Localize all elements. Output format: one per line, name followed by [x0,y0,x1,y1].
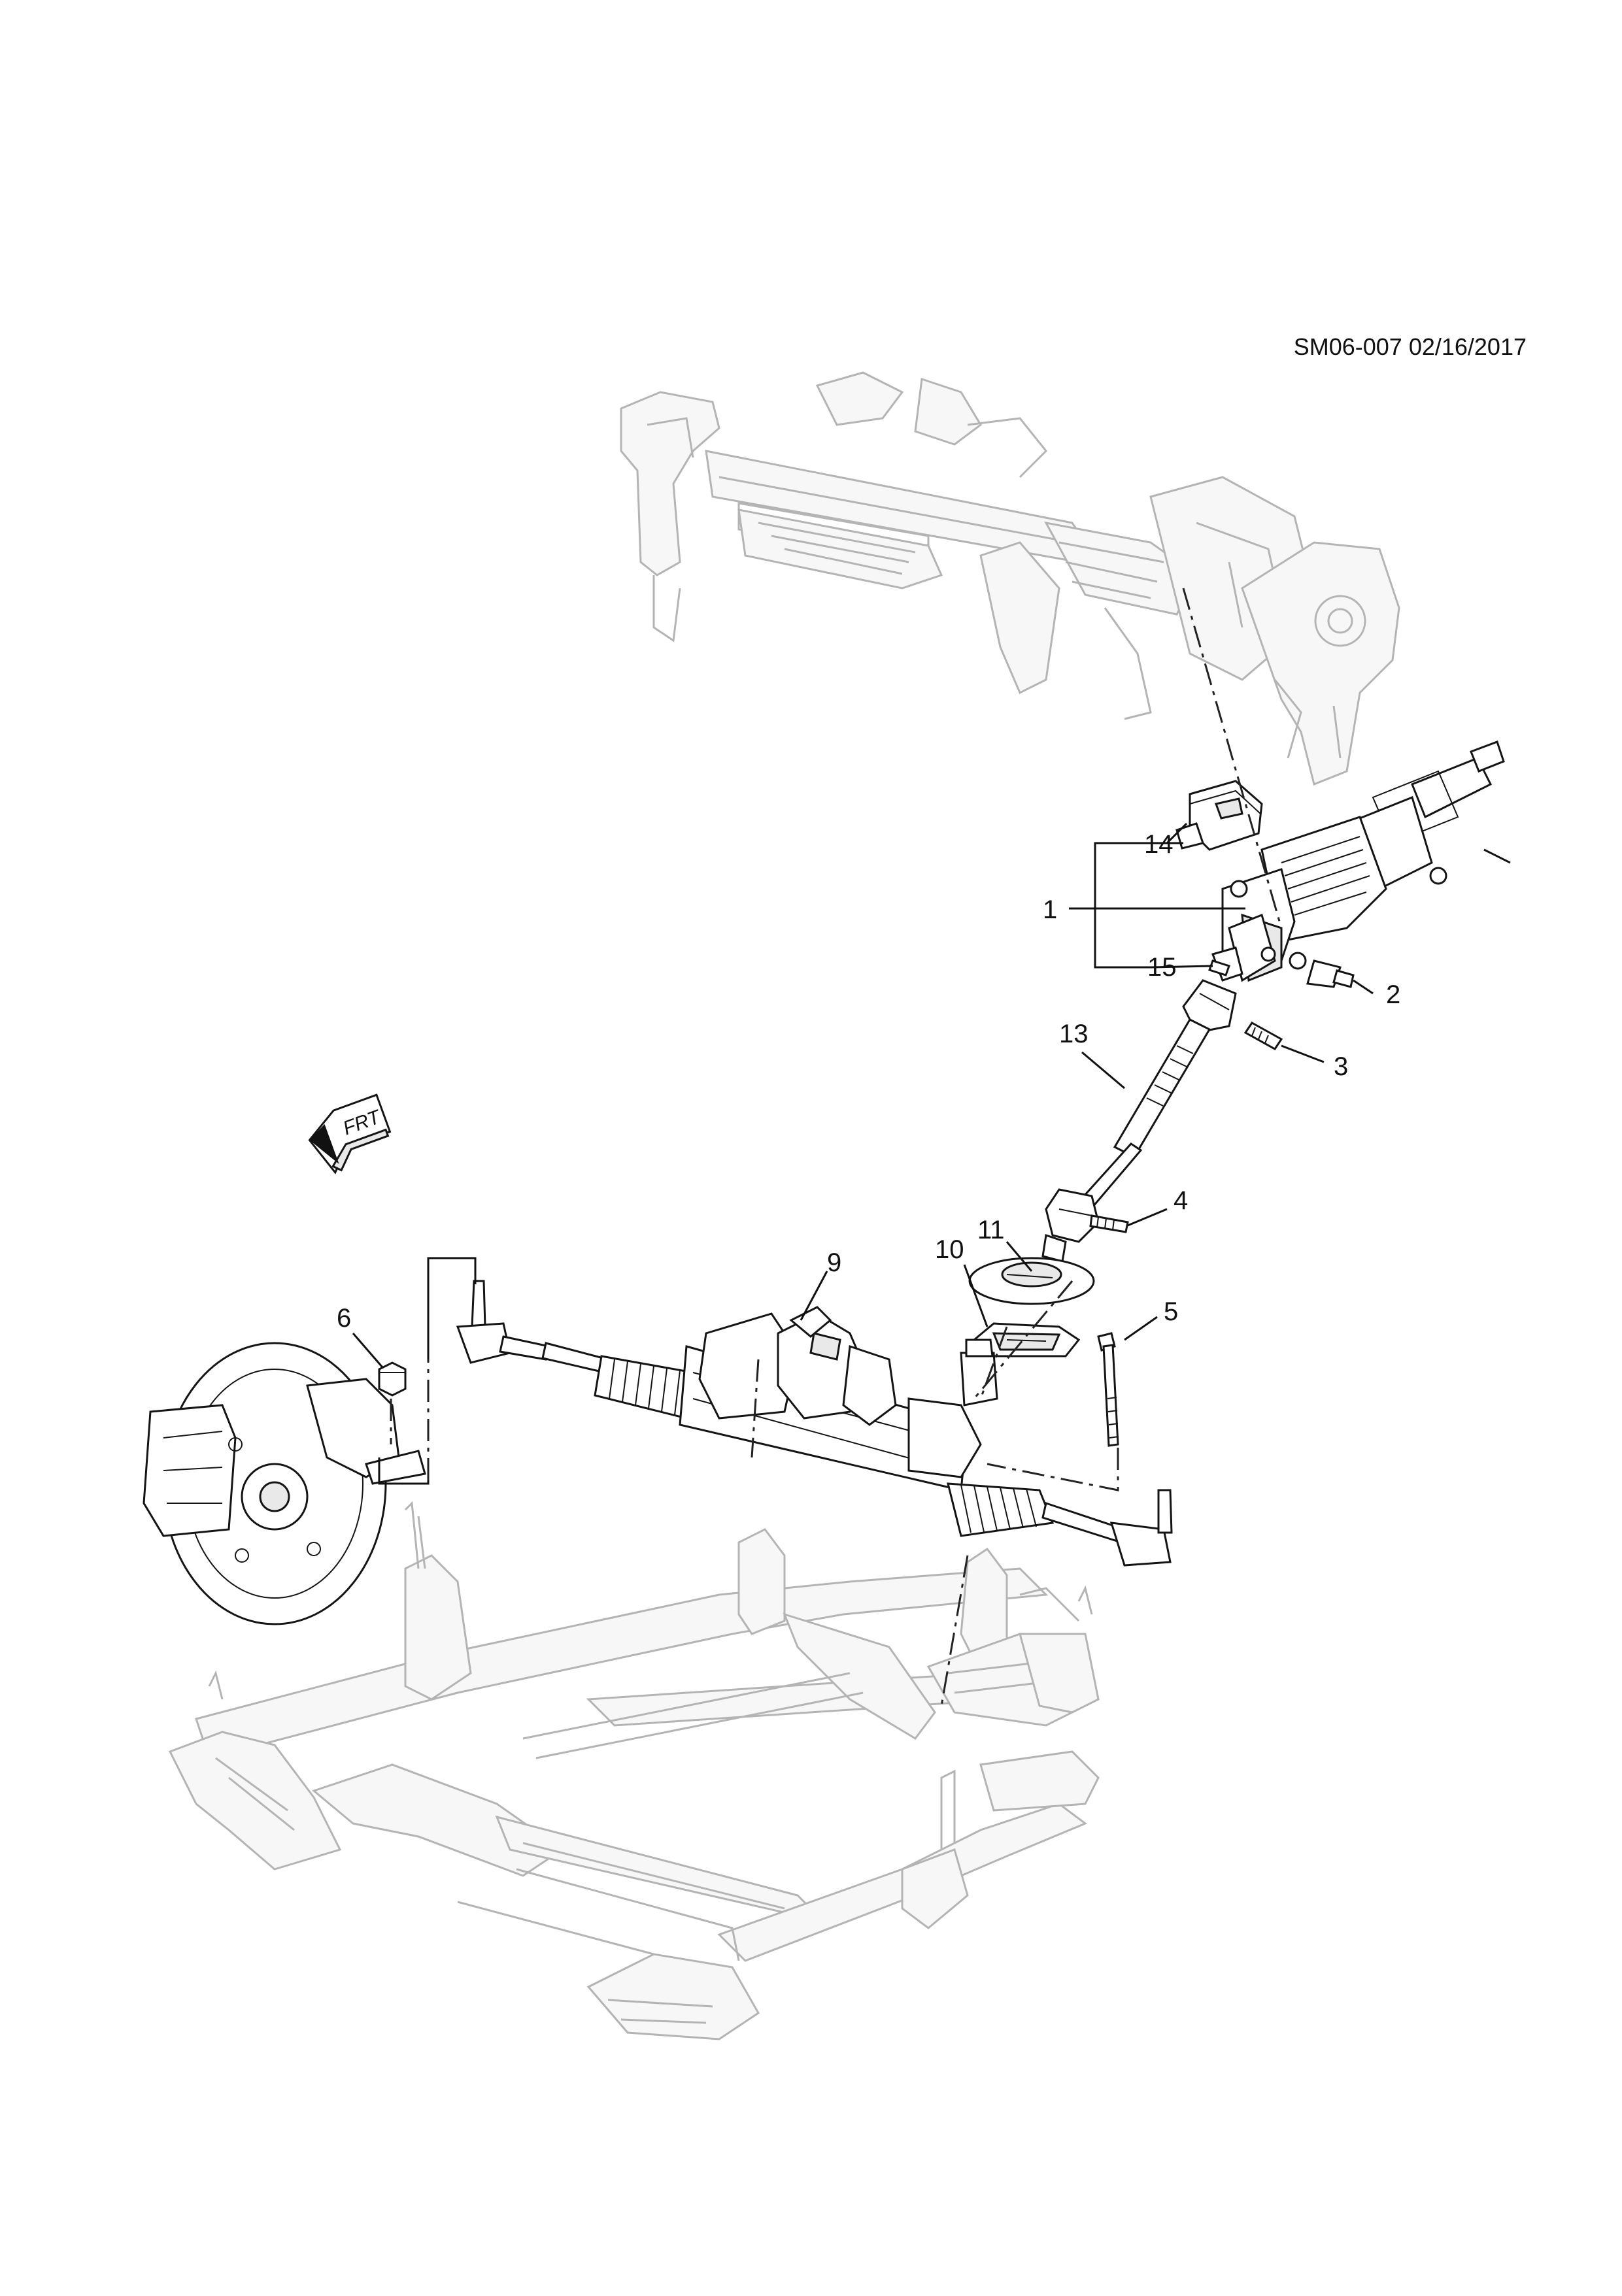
callout-10: 10 [935,1235,964,1264]
dash-gear-to-subframe [940,1555,969,1706]
seal-10 [972,1322,1081,1357]
callout-1: 1 [1043,895,1057,924]
callout-14: 14 [1144,830,1174,859]
dash-column-to-beam [1182,588,1283,929]
callout-11: 11 [977,1216,1005,1244]
callout-15: 15 [1147,953,1177,982]
callout-5: 5 [1164,1297,1178,1326]
callout-3: 3 [1334,1052,1348,1081]
intermediate-shaft [1070,1018,1211,1217]
callout-6: 6 [337,1304,351,1333]
callout-4: 4 [1174,1186,1188,1215]
callout-9: 9 [827,1248,841,1277]
bracket-callout-1 [1094,842,1151,969]
steering-column [1211,740,1511,988]
bolt-5 [1097,1332,1119,1447]
leader-lines [378,588,1283,1706]
dash-bolt-5 [987,1448,1119,1491]
front-subframe [168,1501,1100,2040]
callout-2: 2 [1386,980,1400,1009]
diagram-code: SM06-007 02/16/2017 [1293,333,1527,360]
knuckle-and-rotor [143,1342,426,1625]
cross-car-beam [620,371,1400,786]
bolt-2 [1332,969,1355,988]
lower-u-joint [1041,1188,1129,1263]
upper-u-joint [1182,979,1283,1050]
column-control-module [1175,780,1263,851]
callout-labels: 14 1 15 2 3 13 4 11 10 5 9 6 [337,830,1400,1333]
dash-shaft-to-gear [973,1280,1073,1399]
boot-seal-11 [968,1257,1095,1305]
callout-13: 13 [1059,1020,1089,1048]
nut-6 [378,1361,407,1397]
callout-leaders [352,822,1374,1368]
steering-gear [456,1280,1173,1567]
front-direction-marker: FRT [308,1093,392,1174]
